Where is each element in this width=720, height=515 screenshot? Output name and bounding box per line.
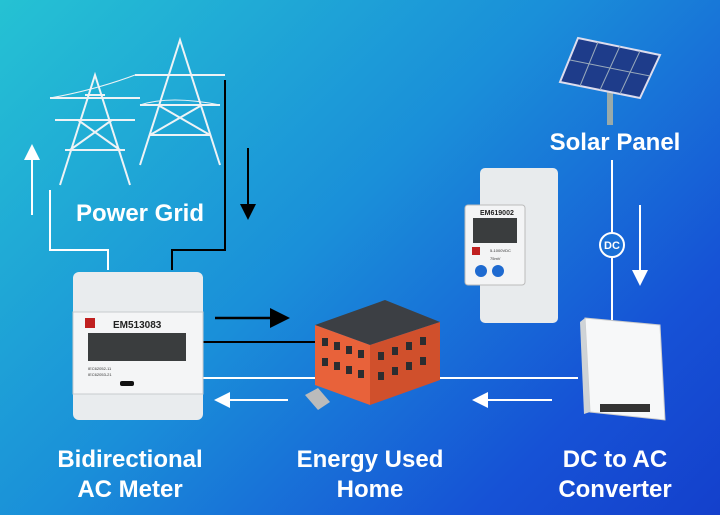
home-building-icon [305, 300, 440, 410]
solar-panel-label: Solar Panel [549, 129, 681, 156]
svg-text:IEC62053-21: IEC62053-21 [88, 372, 112, 377]
svg-text:EM619002: EM619002 [480, 210, 514, 217]
solar-panel-icon [558, 36, 662, 125]
grid-export-line [49, 190, 109, 270]
svg-text:DC: DC [604, 240, 620, 252]
energy-used-label: Energy Used Home [275, 445, 465, 505]
meter-label-line1: Bidirectional [57, 446, 203, 473]
bidirectional-meter-label: Bidirectional AC Meter [30, 445, 230, 505]
energy-label-line2: Home [336, 476, 404, 503]
power-grid-towers-icon [49, 36, 225, 186]
power-grid-label: Power Grid [75, 200, 205, 227]
converter-label-line1: DC to AC [562, 446, 668, 473]
energy-label-line1: Energy Used [296, 446, 444, 473]
svg-text:75mV: 75mV [490, 256, 501, 261]
grid-import-line [171, 80, 226, 270]
converter-label: DC to AC Converter [530, 445, 700, 505]
svg-text:5-1000VDC: 5-1000VDC [490, 248, 511, 253]
ac-meter-device: EM513083 IEC62052-11 IEC62053-21 [72, 272, 204, 420]
dc-meter-device: EM619002 5-1000VDC 75mV [464, 168, 558, 323]
dc-badge: DC [599, 232, 625, 258]
meter-label-line2: AC Meter [77, 476, 183, 503]
dc-ac-converter-icon [580, 317, 666, 421]
svg-text:EM513083: EM513083 [113, 320, 162, 331]
svg-text:IEC62052-11: IEC62052-11 [88, 366, 112, 371]
converter-label-line2: Converter [558, 476, 672, 503]
